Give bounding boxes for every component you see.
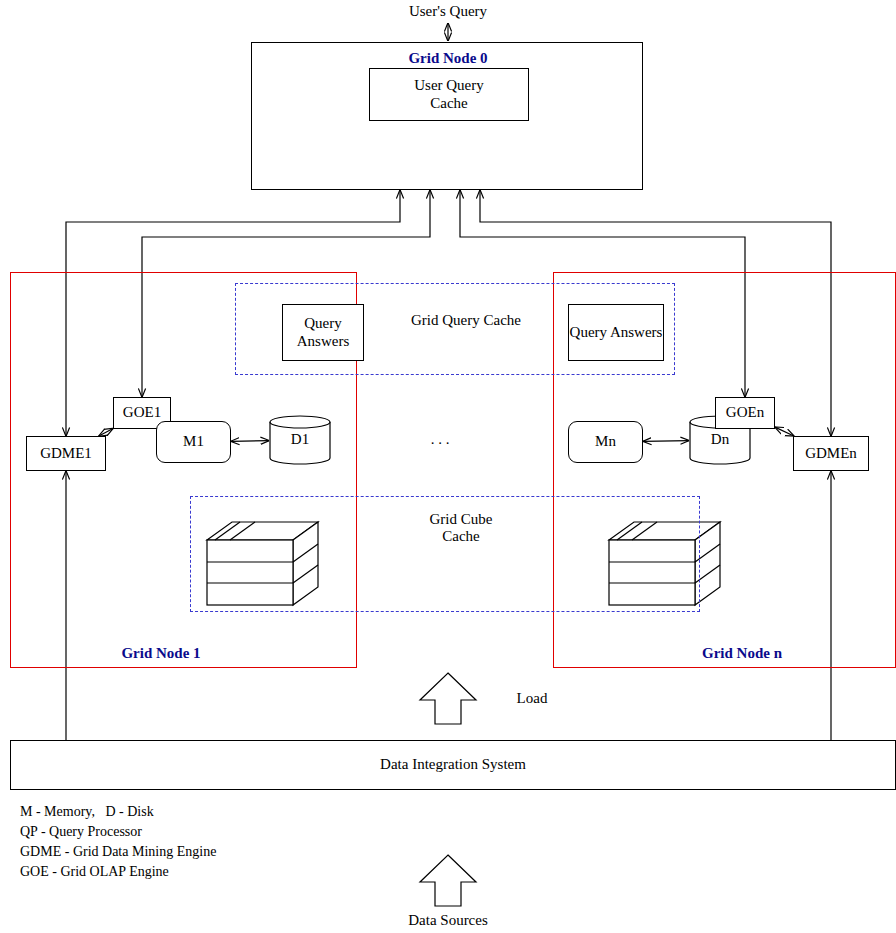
- answer-box: Query Answers: [282, 304, 364, 361]
- node-title: Grid Node 0: [408, 50, 487, 67]
- connector: [99, 428, 113, 436]
- integration-bar: Data Integration System: [10, 740, 896, 790]
- connector: [65, 471, 66, 740]
- memory-box: M1: [156, 421, 231, 463]
- answer-box: Query Answers: [568, 304, 664, 361]
- ellipsis: . . .: [431, 431, 450, 448]
- connector: [775, 427, 794, 436]
- load-arrow: [420, 673, 476, 724]
- node-label: Data Integration System: [380, 756, 526, 773]
- query-label: User's Query: [409, 3, 487, 20]
- node-label: M1: [183, 433, 204, 450]
- node-label: GDME1: [40, 445, 92, 462]
- cache-region: Grid Query CacheQuery AnswersQuery Answe…: [235, 283, 675, 375]
- node-title: Grid Query Cache: [411, 312, 521, 329]
- node-label: User Query Cache: [399, 77, 499, 112]
- connector: [231, 440, 269, 442]
- node-label: GOEn: [726, 404, 764, 421]
- query-arrow: [447, 23, 448, 41]
- legend-note: QP - Query Processor: [20, 824, 142, 840]
- node-label: Query Answers: [283, 315, 363, 350]
- node-label: GDMEn: [805, 445, 857, 462]
- connector: [460, 190, 745, 397]
- cache-box: User Query Cache: [369, 68, 529, 121]
- connector: [142, 190, 430, 397]
- cube-icon: [207, 522, 318, 605]
- node-label: Mn: [595, 433, 616, 450]
- engine-box: GOEn: [715, 397, 775, 429]
- connector: [830, 471, 831, 740]
- legend-note: GOE - Grid OLAP Engine: [20, 864, 169, 880]
- arrow-label: Data Sources: [408, 912, 488, 929]
- node-label: Dn: [711, 431, 729, 448]
- node-label: D1: [291, 431, 309, 448]
- cylinder-top: [270, 416, 330, 428]
- connector: [480, 190, 831, 436]
- node-title: Grid Node 1: [121, 645, 200, 662]
- arrow-label: Load: [517, 690, 548, 707]
- memory-box: Mn: [568, 421, 643, 463]
- node-label: Query Answers: [570, 324, 663, 341]
- legend-note: M - Memory, D - Disk: [20, 804, 154, 820]
- connector: [643, 440, 689, 442]
- node-title: Grid Cube Cache: [411, 511, 511, 546]
- disk-cylinder: D1: [269, 415, 331, 465]
- cache-region: Grid Cube Cache: [190, 496, 700, 612]
- source-arrow: [420, 855, 476, 906]
- node-label: GOE1: [123, 404, 161, 421]
- legend-note: GDME - Grid Data Mining Engine: [20, 844, 216, 860]
- engine-box: GDMEn: [793, 436, 869, 471]
- connector: [66, 190, 400, 436]
- node-title: Grid Node n: [702, 645, 782, 662]
- cube-icon: [609, 522, 720, 605]
- engine-box: GDME1: [26, 436, 106, 471]
- grid-node: Grid Node 0 User Query Cache: [251, 42, 643, 190]
